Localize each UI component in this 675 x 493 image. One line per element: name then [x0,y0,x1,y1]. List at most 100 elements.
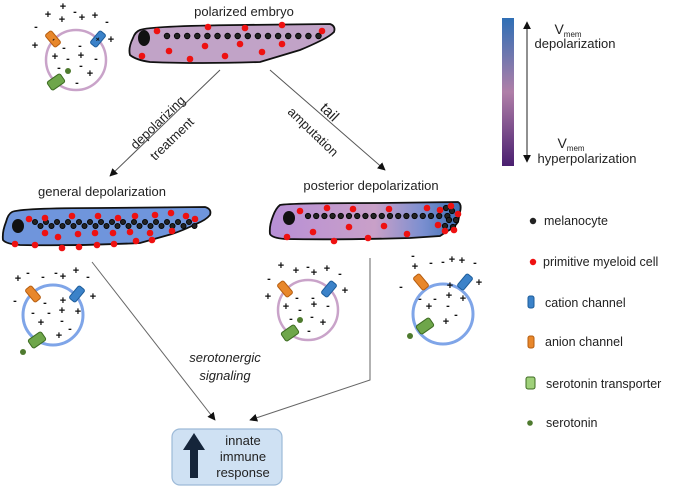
myeloid-cell [221,52,229,60]
positive-charge: + [426,301,432,313]
serotonin-transporter-icon [525,376,536,390]
melanocyte [92,222,99,229]
svg-text:cation channel: cation channel [545,296,626,310]
positive-charge: + [92,10,98,22]
myeloid-cell [278,21,286,29]
positive-charge: + [460,293,466,305]
negative-charge: - [289,313,293,325]
svg-text:melanocyte: melanocyte [544,214,608,228]
negative-charge: - [79,60,83,72]
arrow-to-general [109,69,221,177]
myeloid-cell [345,223,353,231]
negative-charge: - [57,62,61,74]
positive-charge: + [45,9,51,21]
myeloid-cell [153,27,161,35]
negative-charge: - [41,271,45,283]
myeloid-cell [191,215,199,223]
positive-charge: + [78,50,84,62]
myeloid-cell [423,204,431,212]
negative-charge: - [31,307,35,319]
myeloid-cell [436,206,444,214]
vmem-gradient-bar [502,18,514,166]
cell-membrane [276,278,340,342]
cation-channel-icon [527,295,535,309]
general-depolarization-group: general depolarization [1,184,212,252]
melanocyte [295,32,302,40]
negative-charge: - [433,293,437,305]
negative-charge: - [307,325,311,337]
melanocyte [386,212,394,220]
melanocyte [224,32,231,40]
positive-charge: + [476,277,482,289]
anion-channel-icon [277,280,293,298]
myeloid-cell [68,212,76,220]
negative-charge: - [13,295,17,307]
vmem-top-symbol: Vmem [554,21,581,39]
myeloid-cell [94,212,102,220]
myeloid-cell [380,222,388,230]
serotonergic-label-line1: serotonergic [189,350,261,365]
myeloid-cell [318,27,326,35]
melanocyte [370,212,377,220]
serotonin-icon [20,349,26,355]
melanocyte [337,212,344,220]
positive-charge: + [59,305,65,317]
melanocyte [185,218,192,225]
legend-item-anion-channel: anion channel [527,335,623,349]
posterior-depolarization-title: posterior depolarization [303,178,438,193]
negative-charge: - [68,323,72,335]
negative-charge: - [66,53,70,65]
positive-charge: + [449,254,455,266]
positive-charge: + [412,261,418,273]
positive-charge: + [87,68,93,80]
myeloid-cell [93,241,101,249]
melanocyte [141,218,148,225]
anion-channel-icon [413,273,429,291]
negative-charge: - [306,261,310,273]
melanocyte [274,32,282,40]
melanocyte-dot-icon [529,217,537,225]
melanocyte [204,32,211,40]
melanocyte-zigzag [32,218,198,229]
melanocyte [54,218,61,225]
legend-item-myeloid: primitive myeloid cell [529,255,658,269]
negative-charge: - [34,21,38,33]
membrane-charges: +++++---++--++----+- [32,1,114,89]
melanocyte [419,212,426,220]
melanocyte [315,32,322,40]
myeloid-cell [41,214,49,222]
myeloid-cell [441,227,449,235]
positive-charge: + [459,255,465,267]
positive-charge: + [324,263,330,275]
positive-charge: + [311,267,317,279]
up-arrow-icon [183,433,205,478]
melanocyte [163,32,171,40]
melanocyte [76,218,83,225]
arrow-to-posterior [269,69,386,171]
myeloid-cell [182,212,190,220]
myeloid-cell [434,221,442,229]
myeloid-cell [309,228,317,236]
negative-charge: - [86,271,90,283]
myeloid-cell [258,48,266,56]
cation-channel-icon [69,285,85,303]
positive-charge: + [38,317,44,329]
melanocyte [180,222,187,229]
myeloid-cell [403,230,411,238]
melanocyte [411,212,418,220]
melanocyte [362,212,369,220]
myeloid-cell [447,202,455,210]
cation-channel-icon [321,280,337,298]
myeloid-cell [385,205,393,213]
tail-amputation-label: tail [316,100,342,126]
positive-charge: + [265,291,271,303]
negative-charge: - [429,257,433,269]
cation-channel-icon [457,273,473,291]
svg-text:-: - [49,35,57,44]
melanocyte [87,218,94,225]
melanocyte [98,218,105,225]
positive-charge: + [278,260,284,272]
serotonin-transporter-icon [280,324,300,342]
negative-charge: - [418,293,422,305]
myeloid-cell [91,229,99,237]
